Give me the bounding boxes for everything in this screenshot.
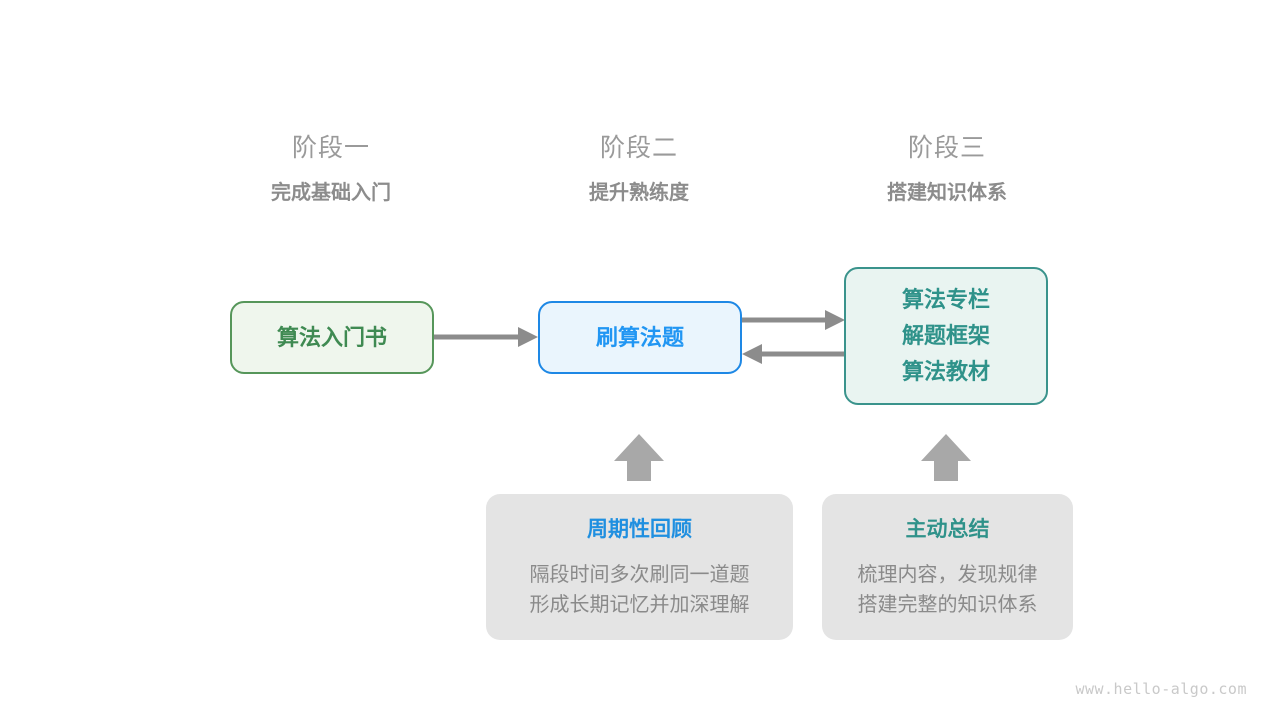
stage-subtitle-3: 搭建知识体系 (887, 182, 1007, 204)
note-active-summary-title: 主动总结 (905, 518, 990, 541)
stage-column-1: 阶段一 完成基础入门 (231, 131, 431, 208)
stage-column-2: 阶段二 提升熟练度 (539, 131, 739, 208)
note-periodic-review-body: 隔段时间多次刷同一道题 形成长期记忆并加深理解 (530, 560, 750, 620)
stage-title-1: 阶段一 (291, 134, 370, 162)
stage-column-3: 阶段三 搭建知识体系 (847, 131, 1047, 208)
node-practice-line-1: 刷算法题 (595, 324, 684, 350)
stage-subtitle-2: 提升熟练度 (589, 182, 689, 204)
note-active-summary-body-line-1: 梳理内容，发现规律 (857, 564, 1038, 586)
note-active-summary[interactable]: 主动总结 梳理内容，发现规律 搭建完整的知识体系 (822, 494, 1073, 640)
stage-subtitle-1: 完成基础入门 (271, 182, 391, 204)
node-knowledge-line-2: 解题框架 (901, 323, 990, 348)
watermark-url: www.hello-algo.com (1075, 680, 1247, 698)
note-periodic-review-title: 周期性回顾 (587, 518, 692, 541)
arrow-summary-up (921, 434, 971, 481)
note-periodic-review-body-line-1: 隔段时间多次刷同一道题 (529, 564, 750, 586)
arrow-practice-to-knowledge (742, 310, 845, 330)
arrow-knowledge-to-practice (742, 344, 845, 364)
note-periodic-review-body-line-2: 形成长期记忆并加深理解 (529, 594, 750, 616)
node-knowledge-line-1: 算法专栏 (901, 287, 990, 312)
node-knowledge[interactable]: 算法专栏 解题框架 算法教材 (844, 267, 1048, 405)
node-intro-book[interactable]: 算法入门书 (230, 301, 434, 374)
node-knowledge-line-3: 算法教材 (901, 359, 990, 384)
stage-title-2: 阶段二 (599, 134, 678, 162)
note-active-summary-body-line-2: 搭建完整的知识体系 (857, 594, 1038, 616)
arrow-review-up (614, 434, 664, 481)
node-intro-book-line-1: 算法入门书 (276, 324, 387, 350)
arrow-intro-to-practice (434, 327, 538, 347)
note-periodic-review[interactable]: 周期性回顾 隔段时间多次刷同一道题 形成长期记忆并加深理解 (486, 494, 793, 640)
node-practice[interactable]: 刷算法题 (538, 301, 742, 374)
stage-title-3: 阶段三 (907, 134, 986, 162)
note-active-summary-body: 梳理内容，发现规律 搭建完整的知识体系 (858, 560, 1038, 620)
